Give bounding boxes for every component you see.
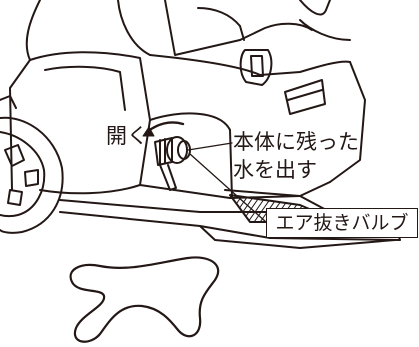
- air-vent-valve-knob: [154, 136, 191, 191]
- side-grip: [239, 19, 351, 115]
- leader-line-drain: [187, 142, 233, 151]
- machine-body: [9, 51, 366, 199]
- wheel: [0, 95, 64, 234]
- arrow-head: [142, 126, 155, 137]
- drain-note-line-1: 本体に残った: [233, 130, 359, 154]
- drain-note-line-2: 水を出す: [233, 158, 317, 182]
- water-puddle: [69, 256, 220, 343]
- rotate-arrow-icon: [145, 121, 185, 134]
- air-vent-valve-label: エア抜きバルブ: [266, 208, 418, 238]
- open-direction-label: 開く: [106, 124, 148, 148]
- handle-frame: [25, 0, 331, 61]
- leader-line-valve: [189, 153, 267, 223]
